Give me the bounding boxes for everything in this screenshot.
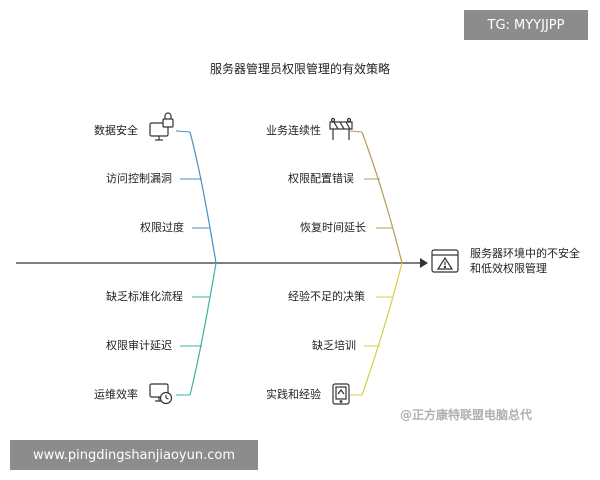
bone-lower-right [361, 262, 403, 396]
label-data-security: 数据安全 [94, 124, 138, 137]
label-longer-recovery: 恢复时间延长 [300, 221, 366, 234]
monitor-lock-icon [149, 112, 174, 141]
tg-badge: TG: MYYJJPP [464, 10, 588, 40]
label-inexperienced-decisions: 经验不足的决策 [288, 290, 365, 303]
monitor-clock-icon [149, 383, 173, 405]
rib-ul-1 [175, 130, 191, 133]
label-practice-experience: 实践和经验 [266, 388, 321, 401]
label-audit-delay: 权限审计延迟 [106, 339, 172, 352]
diagram-title: 服务器管理员权限管理的有效策略 [209, 62, 390, 76]
bone-upper-right [361, 131, 403, 264]
warning-monitor-icon [431, 249, 459, 273]
bone-lower-left [189, 262, 217, 396]
label-ops-efficiency: 运维效率 [94, 388, 138, 401]
label-business-continuity: 业务连续性 [266, 124, 321, 137]
barrier-icon [329, 117, 353, 140]
rib-ur-1 [349, 130, 363, 133]
label-excessive-permissions: 权限过度 [140, 221, 184, 234]
tablet-icon [332, 383, 350, 405]
label-misconfiguration: 权限配置错误 [288, 172, 354, 185]
effect-line-2: 和低效权限管理 [470, 262, 547, 275]
label-access-control-vuln: 访问控制漏洞 [106, 172, 172, 185]
bone-upper-left [189, 131, 217, 264]
spine-arrowhead [420, 258, 428, 268]
effect-line-1: 服务器环境中的不安全 [470, 247, 580, 260]
label-no-standard-process: 缺乏标准化流程 [106, 290, 183, 303]
label-lack-training: 缺乏培训 [312, 339, 356, 352]
website-footer: www.pingdingshanjiaoyun.com [10, 440, 258, 470]
watermark-text: @正方康特联盟电脑总代 [400, 408, 533, 422]
effect-head: 服务器环境中的不安全 和低效权限管理 [470, 246, 590, 276]
